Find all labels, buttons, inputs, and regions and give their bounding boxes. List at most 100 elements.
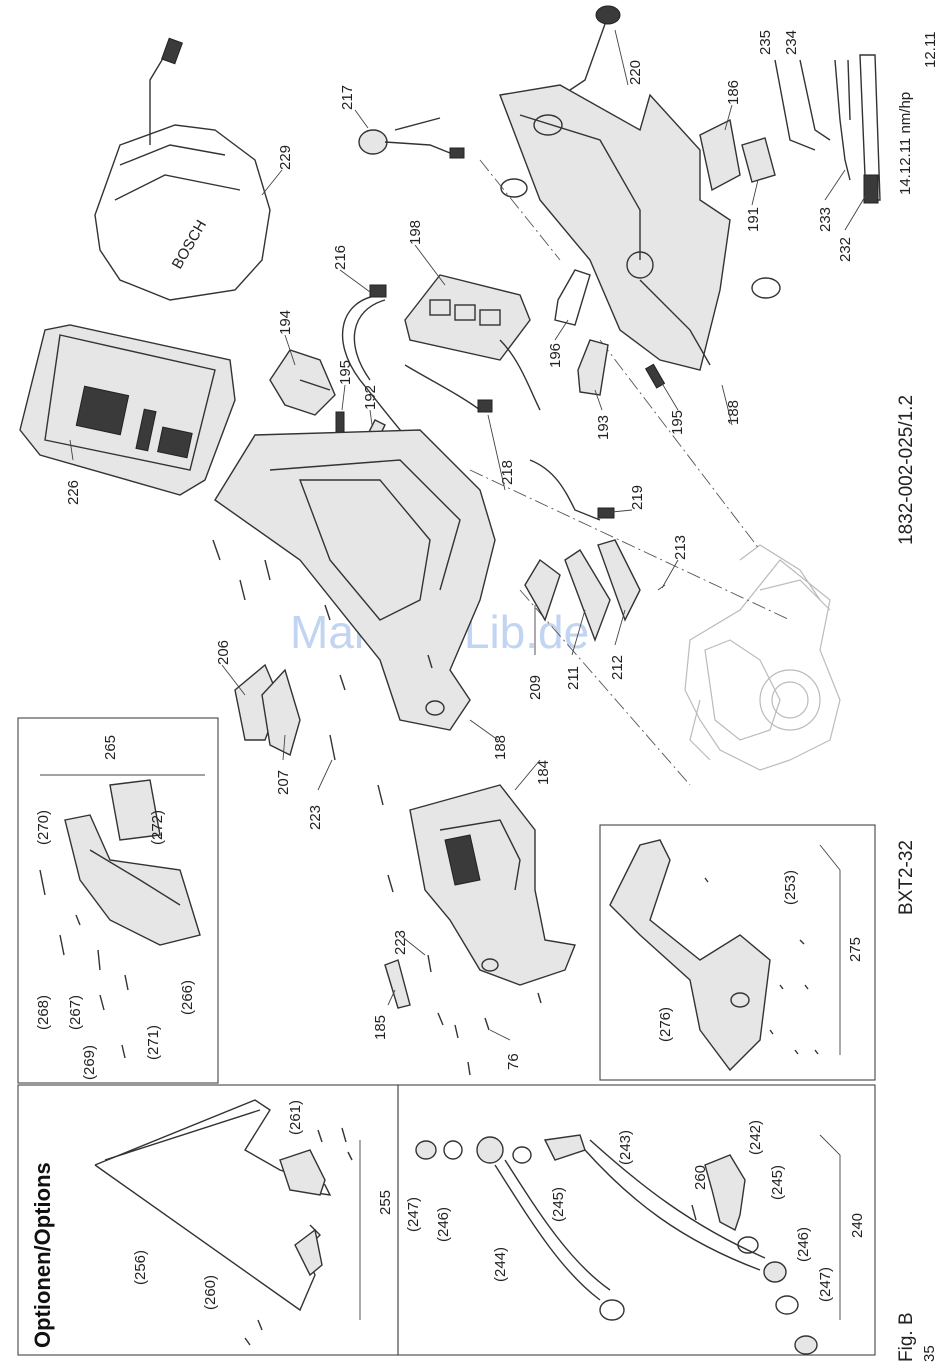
label-219: 219 xyxy=(629,485,646,510)
brush-232 xyxy=(859,54,881,204)
label-242: (242) xyxy=(747,1120,764,1155)
label-193: 193 xyxy=(595,415,612,440)
plate-185 xyxy=(384,959,411,1009)
label-218: 218 xyxy=(499,460,516,485)
contact-211 xyxy=(564,549,611,642)
ring xyxy=(500,178,528,198)
label-245b: (245) xyxy=(769,1165,786,1200)
guard-266 xyxy=(64,814,201,946)
label-234: 234 xyxy=(783,30,800,55)
label-247b: (247) xyxy=(817,1267,834,1302)
group-bracket xyxy=(819,1134,841,1320)
spring-195 xyxy=(335,411,345,433)
label-213: 213 xyxy=(672,535,689,560)
wire-219 xyxy=(529,459,615,521)
label-247a: (247) xyxy=(405,1197,422,1232)
label-261: (261) xyxy=(287,1100,304,1135)
label-233: 233 xyxy=(817,207,834,232)
options-box-255 xyxy=(17,1084,399,1356)
leader-lines xyxy=(69,29,867,1041)
label-223b: 223 xyxy=(392,930,409,955)
housing-188 xyxy=(214,429,496,731)
cable-243 xyxy=(543,1134,787,1283)
spring-195b xyxy=(644,363,666,389)
cover-229: BOSCH xyxy=(94,37,271,301)
revision-note: 14.12.11 nm/hp xyxy=(897,92,914,195)
assembly-line xyxy=(469,469,791,621)
label-244: (244) xyxy=(492,1247,509,1282)
label-185: 185 xyxy=(372,1015,389,1040)
label-246a: (246) xyxy=(435,1207,452,1242)
assembly-line xyxy=(479,159,561,261)
screwdriver-233 xyxy=(834,59,851,181)
housing-184 xyxy=(409,784,576,986)
options-box-265 xyxy=(17,717,219,1084)
screw xyxy=(377,784,384,806)
label-188a: 188 xyxy=(725,400,742,425)
key-220 xyxy=(569,5,621,91)
seal-196 xyxy=(554,269,591,326)
connector-242 xyxy=(704,1154,746,1232)
label-260b: 260 xyxy=(692,1165,709,1190)
label-186: 186 xyxy=(725,80,742,105)
plate-207 xyxy=(261,668,301,757)
label-198: 198 xyxy=(407,220,424,245)
plate-191 xyxy=(741,137,776,183)
label-191: 191 xyxy=(745,207,762,232)
group-bracket xyxy=(819,844,841,1055)
label-260: (260) xyxy=(202,1275,219,1310)
label-195b: 195 xyxy=(669,410,686,435)
screws xyxy=(212,539,433,691)
options-box-240 xyxy=(397,1084,876,1356)
screw-223b xyxy=(427,954,432,973)
saw-assembly-outline xyxy=(684,544,841,771)
drawing-number: 1832-002-025/1.2 xyxy=(896,395,917,545)
label-76: 76 xyxy=(505,1053,522,1070)
label-255: 255 xyxy=(377,1190,394,1215)
options-box-275 xyxy=(599,824,876,1081)
label-206: 206 xyxy=(215,640,232,665)
assembly-line xyxy=(519,589,691,786)
model-name: BXT2-32 xyxy=(896,840,917,915)
assembly-line xyxy=(599,339,761,551)
label-246b: (246) xyxy=(795,1227,812,1262)
revision-code: 12.11 xyxy=(922,32,939,68)
svg-text:BOSCH: BOSCH xyxy=(169,217,210,272)
frame-256 xyxy=(94,1099,332,1312)
label-265: 265 xyxy=(102,735,119,760)
label-256: (256) xyxy=(132,1250,149,1285)
contact-212 xyxy=(597,539,641,622)
label-188b: 188 xyxy=(492,735,509,760)
label-220: 220 xyxy=(627,60,644,85)
plate-272 xyxy=(109,779,161,841)
screws-76 xyxy=(437,992,542,1076)
washers-nuts xyxy=(415,1140,818,1355)
handle-188 xyxy=(499,84,781,371)
switch-217 xyxy=(358,117,465,159)
label-223a: 223 xyxy=(307,805,324,830)
screws-261 xyxy=(244,1127,353,1346)
label-229: 229 xyxy=(277,145,294,170)
label-184: 184 xyxy=(535,760,552,785)
label-192: 192 xyxy=(362,385,379,410)
label-275: 275 xyxy=(847,937,864,962)
label-271: (271) xyxy=(145,1025,162,1060)
label-232: 232 xyxy=(837,237,854,262)
label-196: 196 xyxy=(547,343,564,368)
figure-label: Fig. B xyxy=(896,1312,917,1362)
label-253: (253) xyxy=(782,870,799,905)
connector-218 xyxy=(404,364,493,413)
nut xyxy=(751,277,781,299)
options-title: Optionen/Options xyxy=(30,1162,55,1348)
label-226: 226 xyxy=(65,480,82,505)
label-209: 209 xyxy=(527,675,544,700)
cable-244 xyxy=(476,1136,625,1321)
label-217: 217 xyxy=(339,85,356,110)
plate-209 xyxy=(524,558,561,622)
label-243: (243) xyxy=(617,1130,634,1165)
screw-223 xyxy=(329,734,336,761)
page-number: 35 xyxy=(921,1345,938,1362)
screw xyxy=(387,874,394,893)
label-267: (267) xyxy=(67,995,84,1030)
